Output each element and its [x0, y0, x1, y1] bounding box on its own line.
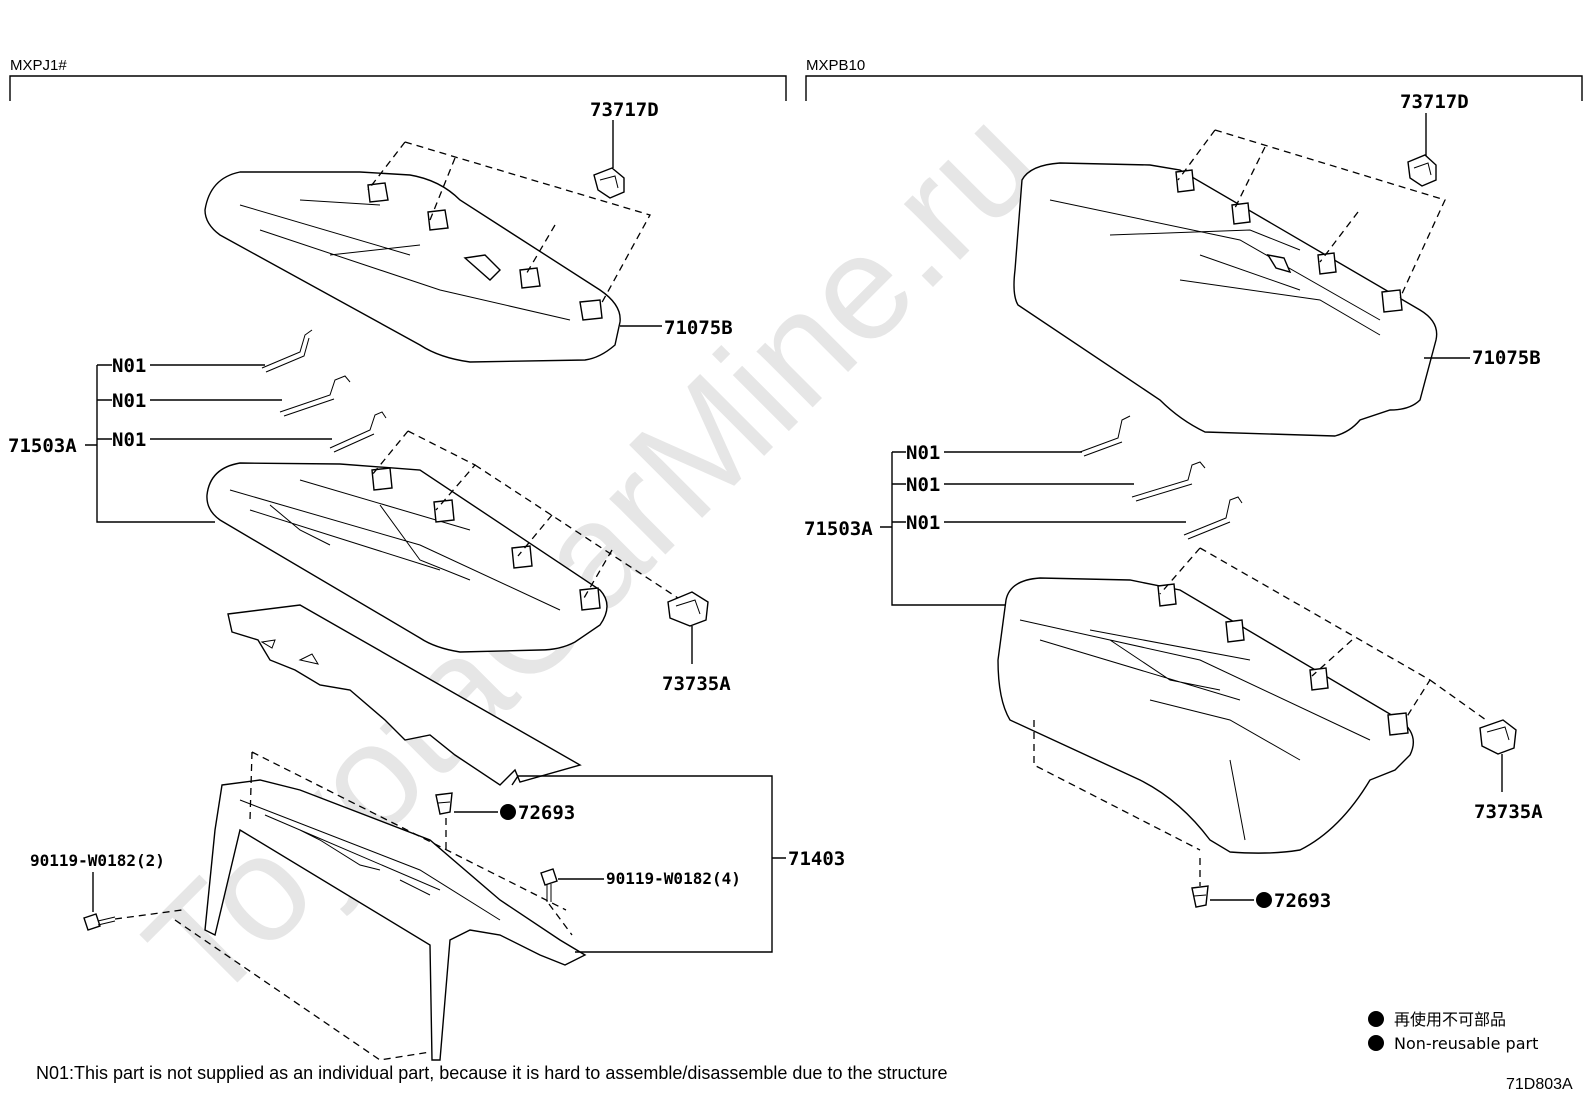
left-seat-frame — [204, 779, 587, 1061]
right-label-71075B: 71075B — [1472, 347, 1541, 369]
left-label-71403: 71403 — [788, 848, 845, 870]
left-label-73717D: 73717D — [590, 99, 659, 121]
legend-line-1: 再使用不可部品 — [1394, 1010, 1506, 1029]
diagram-code: 71D803A — [1506, 1076, 1573, 1093]
left-label-bolt-4: 90119-W0182(4) — [606, 869, 741, 888]
left-label-n01-b: N01 — [112, 390, 146, 412]
left-label-bolt-2: 90119-W0182(2) — [30, 851, 165, 870]
left-label-73735A: 73735A — [662, 673, 731, 695]
legend-dot-icon — [1368, 1035, 1384, 1051]
left-bolt-left-icon — [83, 913, 116, 931]
right-clip-72693-icon — [1191, 885, 1209, 908]
left-label-72693: 72693 — [518, 802, 575, 824]
right-clip-73735A-icon — [1479, 719, 1517, 755]
left-label-n01-c: N01 — [112, 429, 146, 451]
left-seat-cushion — [206, 462, 608, 653]
left-label-71075B: 71075B — [664, 317, 733, 339]
footnote: N01:This part is not supplied as an indi… — [36, 1063, 948, 1083]
right-label-n01-b: N01 — [906, 474, 940, 496]
section-bracket-right — [805, 75, 1583, 101]
left-label-71503A: 71503A — [8, 435, 77, 457]
left-clip-73717D-icon — [593, 167, 625, 199]
left-nonreusable-dot-icon — [500, 804, 516, 820]
right-label-72693: 72693 — [1274, 890, 1331, 912]
left-bolt-right-icon — [540, 868, 558, 902]
right-seat-cover — [1013, 162, 1438, 437]
section-label-left: MXPJ1# — [10, 57, 67, 74]
right-label-73735A: 73735A — [1474, 801, 1543, 823]
right-wire-n01-icon — [1079, 415, 1243, 540]
right-label-n01-a: N01 — [906, 442, 940, 464]
right-seat-cushion — [997, 577, 1414, 854]
left-clip-73735A-icon — [667, 591, 709, 627]
left-label-n01-a: N01 — [112, 355, 146, 377]
right-nonreusable-dot-icon — [1256, 892, 1272, 908]
left-clip-72693-icon — [435, 792, 453, 815]
left-wire-n01-icon — [261, 329, 387, 453]
right-label-71503A: 71503A — [804, 518, 873, 540]
right-clip-73717D-icon — [1407, 154, 1437, 187]
right-label-n01-c: N01 — [906, 512, 940, 534]
left-seat-cover — [204, 171, 621, 363]
section-label-right: MXPB10 — [806, 57, 865, 74]
right-label-73717D: 73717D — [1400, 91, 1469, 113]
section-bracket-left — [9, 75, 787, 101]
legend-line-2: Non-reusable part — [1394, 1034, 1538, 1053]
legend-dot-icon — [1368, 1011, 1384, 1027]
